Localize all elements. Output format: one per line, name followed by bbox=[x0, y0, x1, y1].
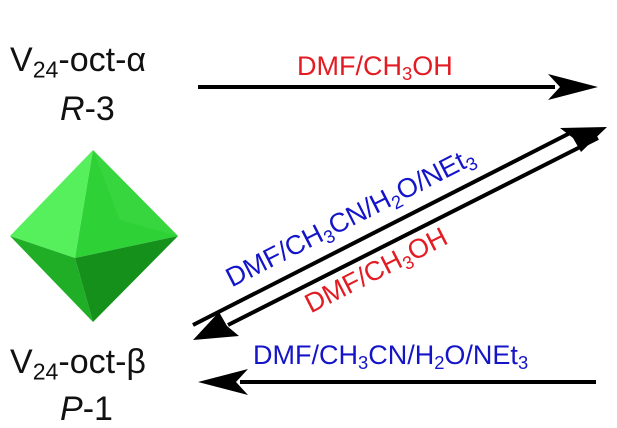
label-v24-oct-beta: V24-oct-β bbox=[10, 343, 146, 385]
arrow-diagonal-up bbox=[192, 127, 607, 327]
octahedron-icon bbox=[10, 150, 178, 322]
arrow-top-right bbox=[198, 74, 598, 100]
label-v24-oct-alpha: V24-oct-α bbox=[10, 41, 147, 83]
reaction-scheme-graphic bbox=[10, 74, 607, 395]
space-group-alpha: R-3 bbox=[60, 90, 115, 128]
condition-bottom: DMF/CH3CN/H2O/NEt3 bbox=[253, 340, 529, 374]
condition-top: DMF/CH3OH bbox=[297, 51, 453, 85]
arrow-bottom-left bbox=[198, 369, 596, 395]
arrow-diagonal-down bbox=[193, 136, 599, 340]
